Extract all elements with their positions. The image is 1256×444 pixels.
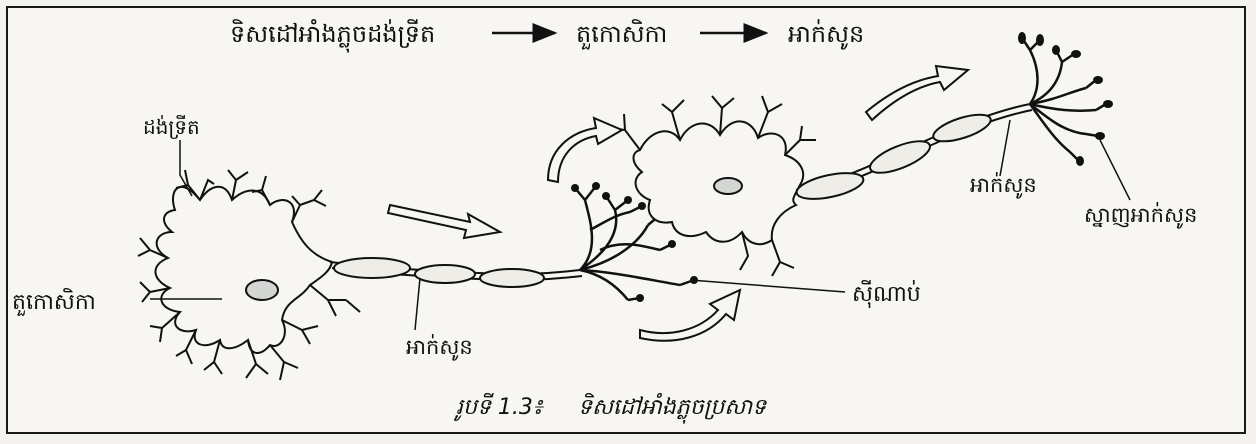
myelin-sheath-3 [480, 269, 544, 287]
knob [624, 196, 632, 204]
rt-branch-4 [1030, 104, 1106, 111]
neuron-right [612, 96, 816, 276]
knob [1093, 76, 1103, 84]
label-axon-terminal: ស្នាញអាក់សូន [1084, 202, 1197, 229]
rt-branch-3 [1030, 80, 1096, 104]
myelin-sheath-1 [334, 258, 410, 278]
myelin-sheath-2 [415, 265, 475, 283]
terminal-branch-5 [580, 270, 694, 285]
label-dendrite: ដង់ទ្រីត [143, 114, 200, 139]
knob [1095, 132, 1105, 140]
leader-terminal [1100, 140, 1130, 200]
neuron-left [138, 170, 360, 380]
left-soma [155, 187, 332, 353]
leader-axon-left [415, 278, 420, 330]
myelin-sheath-5 [866, 135, 934, 179]
impulse-arrow-3 [640, 290, 740, 341]
left-dendrite-13 [310, 285, 360, 316]
knob [1018, 32, 1026, 44]
right-dendrite-3 [758, 96, 782, 138]
knob [602, 192, 610, 200]
rt-branch-1 [1022, 38, 1040, 104]
knob [1103, 100, 1113, 108]
myelin-sheath-4 [794, 168, 865, 204]
left-dendrite-11 [270, 345, 298, 380]
right-nucleus [714, 178, 742, 194]
label-synapse: ស៊ីណាប់ [852, 280, 921, 308]
left-dendrite-7 [150, 312, 180, 342]
flow-step-axon: អាក់សូន [788, 19, 864, 50]
myelin-sheath-6 [930, 109, 993, 147]
right-axon-terminals [1022, 38, 1106, 160]
terminal-branch-4 [580, 270, 640, 300]
knob [592, 182, 600, 190]
flow-step-cell-body: តួកោសិកា [576, 19, 667, 50]
label-axon-left: អាក់សូន [406, 334, 473, 361]
axon-left [330, 258, 582, 287]
right-dendrite-4 [785, 126, 816, 155]
left-dendrite-8 [176, 330, 196, 364]
left-dendrite-4 [292, 190, 326, 222]
impulse-arrow-4 [866, 66, 968, 120]
knob [668, 240, 676, 248]
label-cell-body: តួកោសិកា [12, 288, 96, 316]
knob [638, 202, 646, 210]
right-dendrite-6 [772, 240, 794, 276]
label-axon-right: អាក់សូន [970, 172, 1037, 199]
knob [1071, 50, 1081, 58]
knob [636, 294, 644, 302]
caption-text: ទិសដៅអាំងភ្លុចប្រសាទ [578, 393, 768, 424]
caption-prefix: រូបទី 1.3៖ [453, 393, 545, 421]
flow-step-dendrite: ទិសដៅអាំងភ្លុចដង់ទ្រីត [230, 19, 435, 53]
leader-axon-right [1000, 120, 1010, 176]
terminal-branch-6 [600, 244, 672, 250]
leader-synapse [690, 280, 845, 292]
rt-branch-6 [1030, 104, 1078, 160]
knob [1052, 45, 1060, 55]
left-nucleus [246, 280, 278, 300]
impulse-arrow-2 [548, 118, 622, 182]
knob [571, 184, 579, 192]
knob [1036, 34, 1044, 46]
knob [1076, 156, 1084, 166]
impulse-arrow-1 [388, 205, 500, 238]
left-dendrite-12 [282, 320, 318, 344]
